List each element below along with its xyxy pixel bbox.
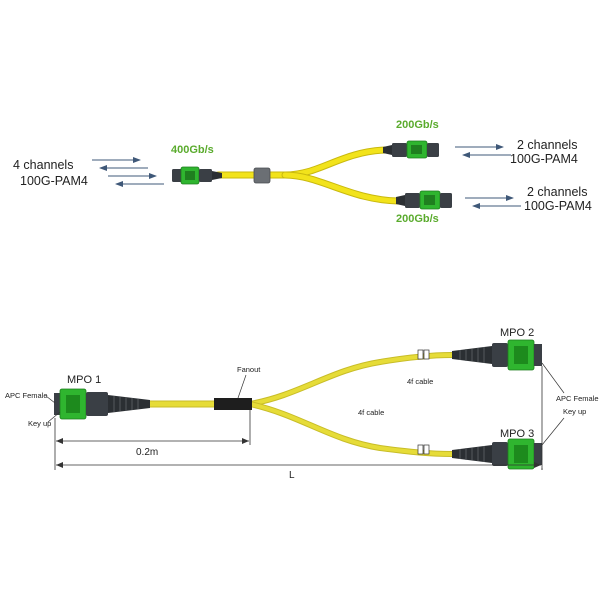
cable-marker-upper bbox=[417, 349, 430, 360]
dimension-lines bbox=[54, 366, 543, 470]
mpo1-connector bbox=[54, 388, 150, 420]
mpo2-connector bbox=[452, 339, 542, 371]
right-key-label: Key up bbox=[563, 407, 586, 416]
dim-short-label: 0.2m bbox=[136, 447, 158, 458]
left-channel-arrows bbox=[92, 157, 164, 187]
trunk-rate-label: 400Gb/s bbox=[171, 144, 214, 156]
left-key-label: Key up bbox=[28, 419, 51, 428]
right-leader-upper bbox=[541, 362, 565, 394]
mpo3-label: MPO 3 bbox=[500, 428, 534, 440]
top-yellow-cable bbox=[214, 146, 402, 205]
mpo2-label: MPO 2 bbox=[500, 327, 534, 339]
upper-mpo-connector bbox=[383, 140, 439, 159]
left-key-leader bbox=[47, 411, 61, 423]
lower-channel-arrows bbox=[465, 195, 521, 209]
right-leader-lower bbox=[541, 417, 565, 446]
mpo3-connector bbox=[452, 438, 542, 470]
splitter-boot bbox=[253, 167, 271, 184]
fanout-label: Fanout bbox=[237, 365, 261, 374]
fanout-leader-line bbox=[237, 374, 247, 399]
left-channels-label: 4 channels bbox=[13, 158, 73, 172]
upper-channels-label: 2 channels bbox=[517, 138, 577, 152]
bottom-yellow-cable bbox=[150, 352, 453, 457]
lower-modulation-label: 100G-PAM4 bbox=[524, 199, 592, 213]
trunk-mpo-connector bbox=[172, 166, 222, 185]
upper-rate-label: 200Gb/s bbox=[396, 119, 439, 131]
upper-channel-arrows bbox=[455, 144, 511, 158]
left-modulation-label: 100G-PAM4 bbox=[20, 174, 88, 188]
left-apc-label: APC Female bbox=[5, 391, 48, 400]
lower-channels-label: 2 channels bbox=[527, 185, 587, 199]
cable-marker-lower bbox=[417, 444, 430, 455]
upper-modulation-label: 100G-PAM4 bbox=[510, 152, 578, 166]
mpo1-label: MPO 1 bbox=[67, 374, 101, 386]
left-apc-leader bbox=[45, 395, 56, 404]
top-breakout-illustration: 4 channels 100G-PAM4 bbox=[13, 119, 592, 225]
lower-cable-label: 4f cable bbox=[358, 408, 384, 417]
fanout-body bbox=[214, 398, 252, 410]
lower-mpo-connector bbox=[396, 190, 452, 210]
lower-rate-label: 200Gb/s bbox=[396, 213, 439, 225]
upper-cable-label: 4f cable bbox=[407, 377, 433, 386]
dim-total-label: L bbox=[289, 470, 295, 481]
right-apc-label: APC Female bbox=[556, 394, 599, 403]
bottom-technical-drawing: MPO 1 MPO 2 MPO 3 Fanout 4f cable 4f cab… bbox=[5, 327, 599, 481]
